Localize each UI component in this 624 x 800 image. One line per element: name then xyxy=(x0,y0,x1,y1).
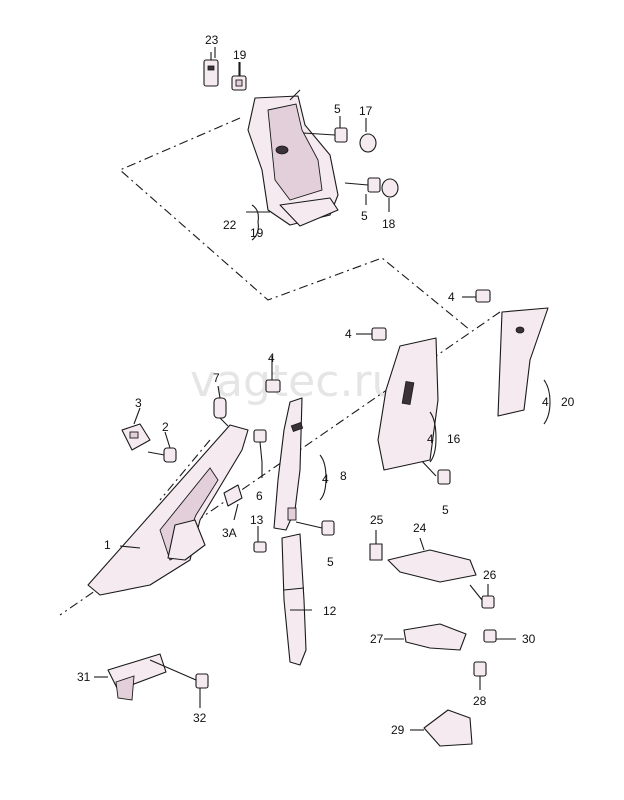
part-16-c-pillar-trim xyxy=(377,337,439,471)
part-26-screw xyxy=(481,595,495,609)
part-17-cap xyxy=(359,133,377,153)
part-20-d-pillar-trim xyxy=(497,307,549,417)
part-4-clip-d xyxy=(475,289,491,303)
part-1-a-pillar-trim xyxy=(87,424,249,596)
label-13: 13 xyxy=(250,513,264,527)
part-18-cap xyxy=(381,178,399,198)
callout-labels: 23 19 5 17 5 18 22 19 4 4 4 7 3 4 20 2 4… xyxy=(77,33,575,737)
label-18: 18 xyxy=(382,217,396,231)
part-8-b-pillar-upper xyxy=(273,397,304,531)
label-4d: 4 xyxy=(542,395,549,409)
label-24: 24 xyxy=(413,521,427,535)
label-26: 26 xyxy=(483,568,497,582)
label-27: 27 xyxy=(370,632,384,646)
label-12: 12 xyxy=(323,604,337,618)
label-3a: 3A xyxy=(222,526,237,540)
part-5-screw-upper-1 xyxy=(302,127,348,143)
part-3-clip xyxy=(121,423,151,451)
label-25: 25 xyxy=(370,513,384,527)
assembly-dash-mid xyxy=(159,439,211,501)
part-27-grab-handle xyxy=(403,623,467,651)
label-4f: 4 xyxy=(322,472,329,486)
part-4-clip-b xyxy=(265,379,281,393)
label-7: 7 xyxy=(213,371,220,385)
label-6: 6 xyxy=(256,489,263,503)
part-13-clip xyxy=(253,541,267,553)
part-7-clip xyxy=(213,397,229,427)
label-16: 16 xyxy=(447,432,461,446)
label-1: 1 xyxy=(104,538,111,552)
label-23: 23 xyxy=(205,33,219,47)
part-23-clip xyxy=(203,52,219,87)
label-8: 8 xyxy=(340,469,347,483)
label-20: 20 xyxy=(561,395,575,409)
label-3: 3 xyxy=(135,396,142,410)
label-4c: 4 xyxy=(268,351,275,365)
label-4e: 4 xyxy=(427,432,434,446)
label-29: 29 xyxy=(391,723,405,737)
part-32-screw xyxy=(149,659,209,689)
label-4b: 4 xyxy=(345,327,352,341)
part-5-screw-lower-1 xyxy=(295,520,335,536)
label-2: 2 xyxy=(162,420,169,434)
part-24-grab-handle xyxy=(387,549,483,601)
label-19a: 19 xyxy=(233,48,247,62)
part-3a-cover xyxy=(223,484,243,507)
label-19b: 19 xyxy=(250,226,264,240)
label-32: 32 xyxy=(193,711,207,725)
part-2-screw xyxy=(147,447,177,463)
brace-markers xyxy=(251,204,551,501)
label-5a: 5 xyxy=(334,102,341,116)
part-22-upper-trim xyxy=(247,89,339,227)
part-19-clip xyxy=(231,62,247,91)
part-12-b-pillar-lower xyxy=(281,533,307,666)
label-5b: 5 xyxy=(361,209,368,223)
assembly-dash-upper xyxy=(118,117,471,331)
part-6-screw xyxy=(253,429,267,463)
label-22: 22 xyxy=(223,218,237,232)
label-30: 30 xyxy=(522,632,536,646)
part-4-clip-c xyxy=(371,327,387,341)
label-4a: 4 xyxy=(448,290,455,304)
part-5-screw-upper-2 xyxy=(344,177,381,193)
label-5d: 5 xyxy=(327,555,334,569)
label-31: 31 xyxy=(77,670,91,684)
part-30-screw xyxy=(483,629,497,643)
part-25-pad xyxy=(369,543,383,561)
label-17: 17 xyxy=(359,104,373,118)
label-5c: 5 xyxy=(442,503,449,517)
label-28: 28 xyxy=(473,694,487,708)
part-29-cap xyxy=(423,709,473,747)
part-31-bracket xyxy=(107,653,167,701)
part-28-nut xyxy=(473,661,487,677)
